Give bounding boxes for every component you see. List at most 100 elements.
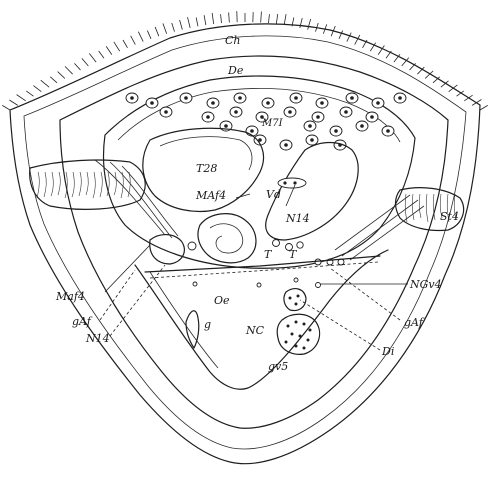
cilium <box>131 36 136 45</box>
cilium <box>65 66 73 74</box>
muscle-cell <box>280 140 292 150</box>
label-st4: St4 <box>440 210 459 223</box>
muscle-cell <box>180 93 192 103</box>
label-m7: M7I <box>261 118 284 129</box>
label-maf4-upper: MAf4 <box>195 189 226 202</box>
muscle-cell <box>160 107 172 117</box>
label-t-right: T <box>289 248 298 261</box>
label-t-left: T <box>264 248 273 261</box>
muscle-cell <box>316 98 328 108</box>
cilium <box>229 13 230 23</box>
muscle-cell <box>230 107 242 117</box>
ganglion-nucleus <box>289 297 292 300</box>
vessel-vd <box>278 178 306 188</box>
cilium <box>480 105 488 110</box>
cilium <box>50 77 57 83</box>
cilium <box>212 13 214 24</box>
label-t28: T28 <box>196 162 217 175</box>
cilium <box>89 53 96 62</box>
muscle-cell <box>290 93 302 103</box>
cilium <box>138 32 143 42</box>
muscle-cell <box>394 93 406 103</box>
muscle-cell <box>262 98 274 108</box>
muscle-cell <box>246 126 258 136</box>
cilium <box>196 17 198 26</box>
nerve-small-cells <box>273 240 345 266</box>
muscle-cell <box>202 112 214 122</box>
cilium <box>276 14 277 24</box>
ganglion-nucleus <box>287 325 290 328</box>
label-maf4-left: Maf4 <box>55 290 85 303</box>
ngv4-cells <box>193 278 321 288</box>
ganglion-nucleus <box>291 333 294 336</box>
label-nc: NC <box>245 324 265 337</box>
cilium <box>82 58 88 66</box>
cilium <box>188 17 191 28</box>
label-g: g <box>204 318 211 331</box>
muscle-fibre <box>100 172 102 197</box>
cilium <box>339 31 343 39</box>
muscle-cell <box>340 107 352 117</box>
left-muscle-fibres <box>37 172 130 198</box>
muscle-fibre <box>51 172 53 196</box>
cilium <box>180 20 183 30</box>
ganglion-nucleus <box>299 335 302 338</box>
label-oe: Oe <box>214 294 230 307</box>
ganglion-nucleus <box>297 295 300 298</box>
cilium <box>123 40 128 48</box>
ganglion-nucleus <box>309 329 312 332</box>
cilium <box>269 14 270 23</box>
ganglion-nucleus <box>303 347 306 350</box>
cilium <box>74 63 80 70</box>
label-n14-lower: N14 <box>85 332 110 345</box>
cilium <box>99 51 104 58</box>
muscle-cell <box>312 112 324 122</box>
cilium <box>300 18 302 28</box>
cilium <box>33 86 41 92</box>
muscle-cell <box>284 107 296 117</box>
muscle-cell <box>306 135 318 145</box>
ganglion-nucleus <box>303 323 306 326</box>
label-de: De <box>227 64 244 77</box>
cilium <box>221 14 222 23</box>
muscle-fibre <box>44 172 46 197</box>
muscle-fibre <box>419 194 421 218</box>
cilium <box>26 91 33 96</box>
muscle-fibre <box>37 172 39 198</box>
muscle-cell <box>356 121 368 131</box>
ganglion-nucleus <box>295 345 298 348</box>
label-vd: Vd <box>266 188 281 201</box>
muscle-cell <box>126 93 138 103</box>
label-gaf-right: gAf <box>404 316 425 329</box>
cilium <box>261 12 262 23</box>
ganglion-nucleus <box>295 321 298 324</box>
muscle-cell <box>372 98 384 108</box>
cilium <box>155 27 159 36</box>
cilium <box>9 100 17 105</box>
cilium <box>163 23 167 33</box>
cilium <box>284 14 286 25</box>
label-ngv4: NGv4 <box>409 278 442 291</box>
muscle-fibre <box>58 172 60 195</box>
muscle-fibre <box>79 172 81 196</box>
cilium <box>347 33 351 42</box>
ganglion-nucleus <box>307 339 310 342</box>
muscle-fibre <box>93 172 95 198</box>
cilium <box>114 42 120 51</box>
outer-body-wall <box>10 24 480 464</box>
muscle-cell <box>382 126 394 136</box>
muscle-fibre <box>86 172 88 195</box>
cilium <box>308 19 311 30</box>
muscle-cell <box>146 98 158 108</box>
cilium <box>172 23 175 32</box>
muscle-cell <box>366 112 378 122</box>
label-ch: Ch <box>225 34 241 47</box>
cilium <box>58 72 65 79</box>
ganglion-nucleus <box>285 341 288 344</box>
ganglion-nucleus <box>295 303 298 306</box>
muscle-cell <box>346 93 358 103</box>
cilium <box>2 105 10 110</box>
muscle-fibre <box>72 172 74 197</box>
muscle-cell <box>304 121 316 131</box>
